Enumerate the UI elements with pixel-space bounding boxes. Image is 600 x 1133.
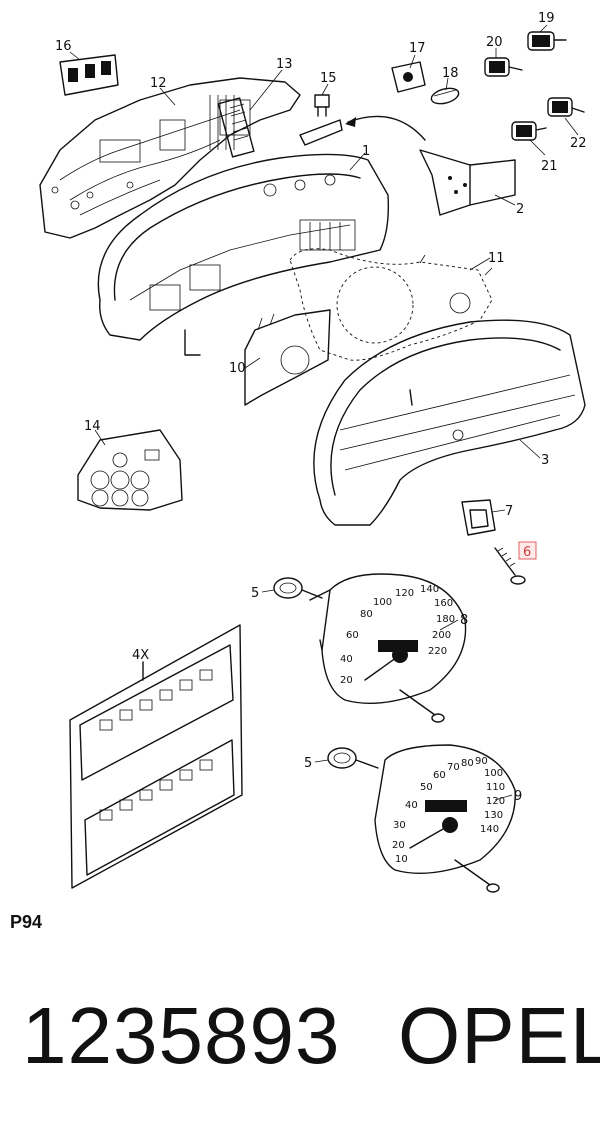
callout-2: 2: [516, 202, 524, 217]
callout-19: 19: [538, 11, 555, 26]
gauge-9-number: 40: [405, 800, 418, 811]
brand-name: OPEL: [398, 991, 600, 1080]
foil-set-4x: [69, 624, 243, 889]
gauge-8-number: 20: [340, 675, 353, 686]
callout-5-upper: 5: [251, 586, 259, 601]
gauge-9-number: 120: [486, 796, 505, 807]
callout-11: 11: [488, 251, 505, 266]
gauge-8-number: 100: [373, 597, 392, 608]
cluster-housing-1: [97, 153, 390, 356]
callout-labels: 1 2 3 4X 5 5 6 7 8 9 10 11 12 13 14 15 1…: [55, 11, 587, 804]
small-bracket: [299, 119, 343, 146]
gauge-9-number: 20: [392, 840, 405, 851]
dial-face-11: [289, 248, 493, 361]
callout-14: 14: [84, 419, 101, 434]
callout-6: 6: [523, 545, 531, 560]
front-lens-3: [313, 319, 586, 526]
callout-5-lower: 5: [304, 756, 312, 771]
gauge-9-number: 80: [461, 758, 474, 769]
gauge-9-number: 130: [484, 810, 503, 821]
gauge-8-number: 60: [346, 630, 359, 641]
bracket-plate-2: [419, 149, 516, 216]
gauge-9-number: 30: [393, 820, 406, 831]
bulb-socket-20: [484, 57, 523, 77]
gauge-8-number: 160: [434, 598, 453, 609]
callout-6-highlight: [518, 541, 537, 560]
bulb-socket-22: [547, 97, 585, 117]
part-number: 1235893: [22, 991, 341, 1080]
circuit-board-14: [77, 429, 183, 511]
speedometer-9: [374, 744, 516, 893]
assembly-arrow: [347, 115, 426, 141]
printed-circuit-board-12: [39, 77, 301, 239]
callout-3: 3: [541, 453, 549, 468]
callout-18: 18: [442, 66, 459, 81]
gauge-8-number: 40: [340, 654, 353, 665]
callout-15: 15: [320, 71, 337, 86]
callout-12: 12: [150, 76, 167, 91]
clip-7: [461, 499, 496, 536]
dial-plate-10: [244, 309, 331, 406]
connector-15: [314, 94, 330, 117]
callout-13: 13: [276, 57, 293, 72]
gauge-8-number: 220: [428, 646, 447, 657]
callout-9: 9: [514, 789, 522, 804]
callout-4x: 4X: [132, 648, 149, 663]
gauge-9-number: 70: [447, 762, 460, 773]
bulb-socket-19: [527, 31, 567, 51]
callout-10: 10: [229, 361, 246, 376]
callout-8: 8: [460, 613, 468, 628]
screw-6: [494, 547, 526, 585]
gauge-8-number: 180: [436, 614, 455, 625]
connector-13: [217, 97, 255, 158]
bulb-holder-5-lower: [327, 747, 379, 769]
bulb-18: [430, 87, 460, 105]
callout-7: 7: [505, 504, 513, 519]
gauge-9-number: 110: [486, 782, 505, 793]
section-code: P94: [10, 912, 43, 932]
callout-22: 22: [570, 136, 587, 151]
speedometer-8: [309, 573, 467, 723]
bulb-socket-21: [511, 121, 547, 141]
gauge-9-number: 10: [395, 854, 408, 865]
callout-20: 20: [486, 35, 503, 50]
gauge-8-number: 140: [420, 584, 439, 595]
gauge-9-number: 100: [484, 768, 503, 779]
callout-17: 17: [409, 41, 426, 56]
connector-16: [59, 54, 119, 96]
callout-21: 21: [541, 159, 558, 174]
callout-16: 16: [55, 39, 72, 54]
gauge-9-number: 60: [433, 770, 446, 781]
gauge-9-number: 50: [420, 782, 433, 793]
bulb-socket-17: [391, 61, 426, 93]
bulb-holder-5-upper: [273, 577, 323, 599]
exploded-parts-diagram: 40 60 80 100 120 140 160 180 200 220 20 …: [39, 11, 587, 893]
gauge-8-number: 80: [360, 609, 373, 620]
gauge-9-number: 140: [480, 824, 499, 835]
gauge-8-scale: 40 60 80 100 120 140 160 180 200 220 20: [340, 584, 455, 686]
gauge-8-number: 120: [395, 588, 414, 599]
leader-lines: [69, 24, 579, 801]
gauge-8-number: 200: [432, 630, 451, 641]
gauge-9-number: 90: [475, 756, 488, 767]
callout-1: 1: [362, 144, 370, 159]
gauge-9-scale: 30 40 50 60 70 80 90 100 110 120 130 140…: [392, 756, 505, 865]
